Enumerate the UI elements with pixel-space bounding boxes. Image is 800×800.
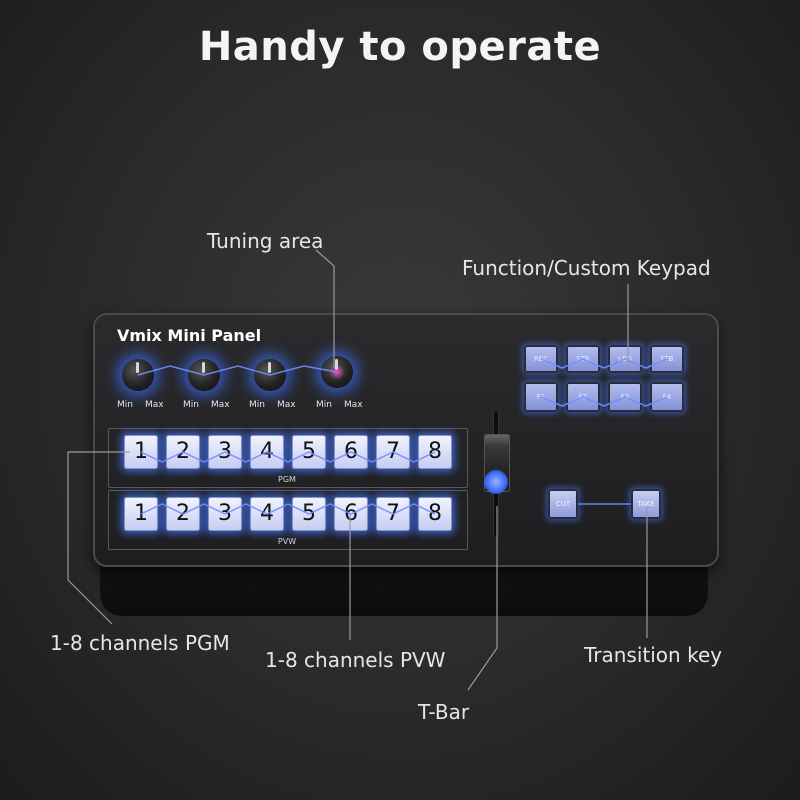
- callout-lines: [67, 249, 648, 691]
- callout-pgm: 1-8 channels PGM: [50, 631, 230, 655]
- device-base: [100, 560, 708, 616]
- knob-3-min-label: Min: [249, 400, 265, 410]
- knob-3-max-label: Max: [277, 400, 296, 410]
- knob-2-max-label: Max: [211, 400, 230, 410]
- pvw-row-frame: [108, 490, 468, 550]
- knob-4-max-label: Max: [344, 400, 363, 410]
- pgm-caption: PGM: [278, 475, 296, 484]
- pvw-caption: PVW: [277, 537, 297, 546]
- cut-key[interactable]: CUT: [548, 489, 578, 519]
- knob-2-min-label: Min: [183, 400, 199, 410]
- tbar-glow-icon: [484, 470, 508, 494]
- pgm-key-8[interactable]: 8: [418, 435, 452, 469]
- glow-connectors: [137, 358, 668, 515]
- knob-4-min-label: Min: [316, 400, 332, 410]
- callout-transition-key: Transition key: [584, 643, 723, 667]
- device-brand: Vmix Mini Panel: [117, 326, 262, 345]
- pgm-row-frame: [108, 428, 468, 488]
- take-key[interactable]: TAKE: [631, 489, 661, 519]
- callout-tuning-area: Tuning area: [207, 229, 324, 253]
- callout-pvw: 1-8 channels PVW: [265, 648, 446, 672]
- callout-tbar: T-Bar: [418, 700, 470, 724]
- callout-function-keypad: Function/Custom Keypad: [462, 256, 711, 280]
- headline: Handy to operate: [198, 24, 602, 70]
- pgm-key-5[interactable]: 5: [292, 435, 326, 469]
- knob-1-max-label: Max: [145, 400, 164, 410]
- knob-1-min-label: Min: [117, 400, 133, 410]
